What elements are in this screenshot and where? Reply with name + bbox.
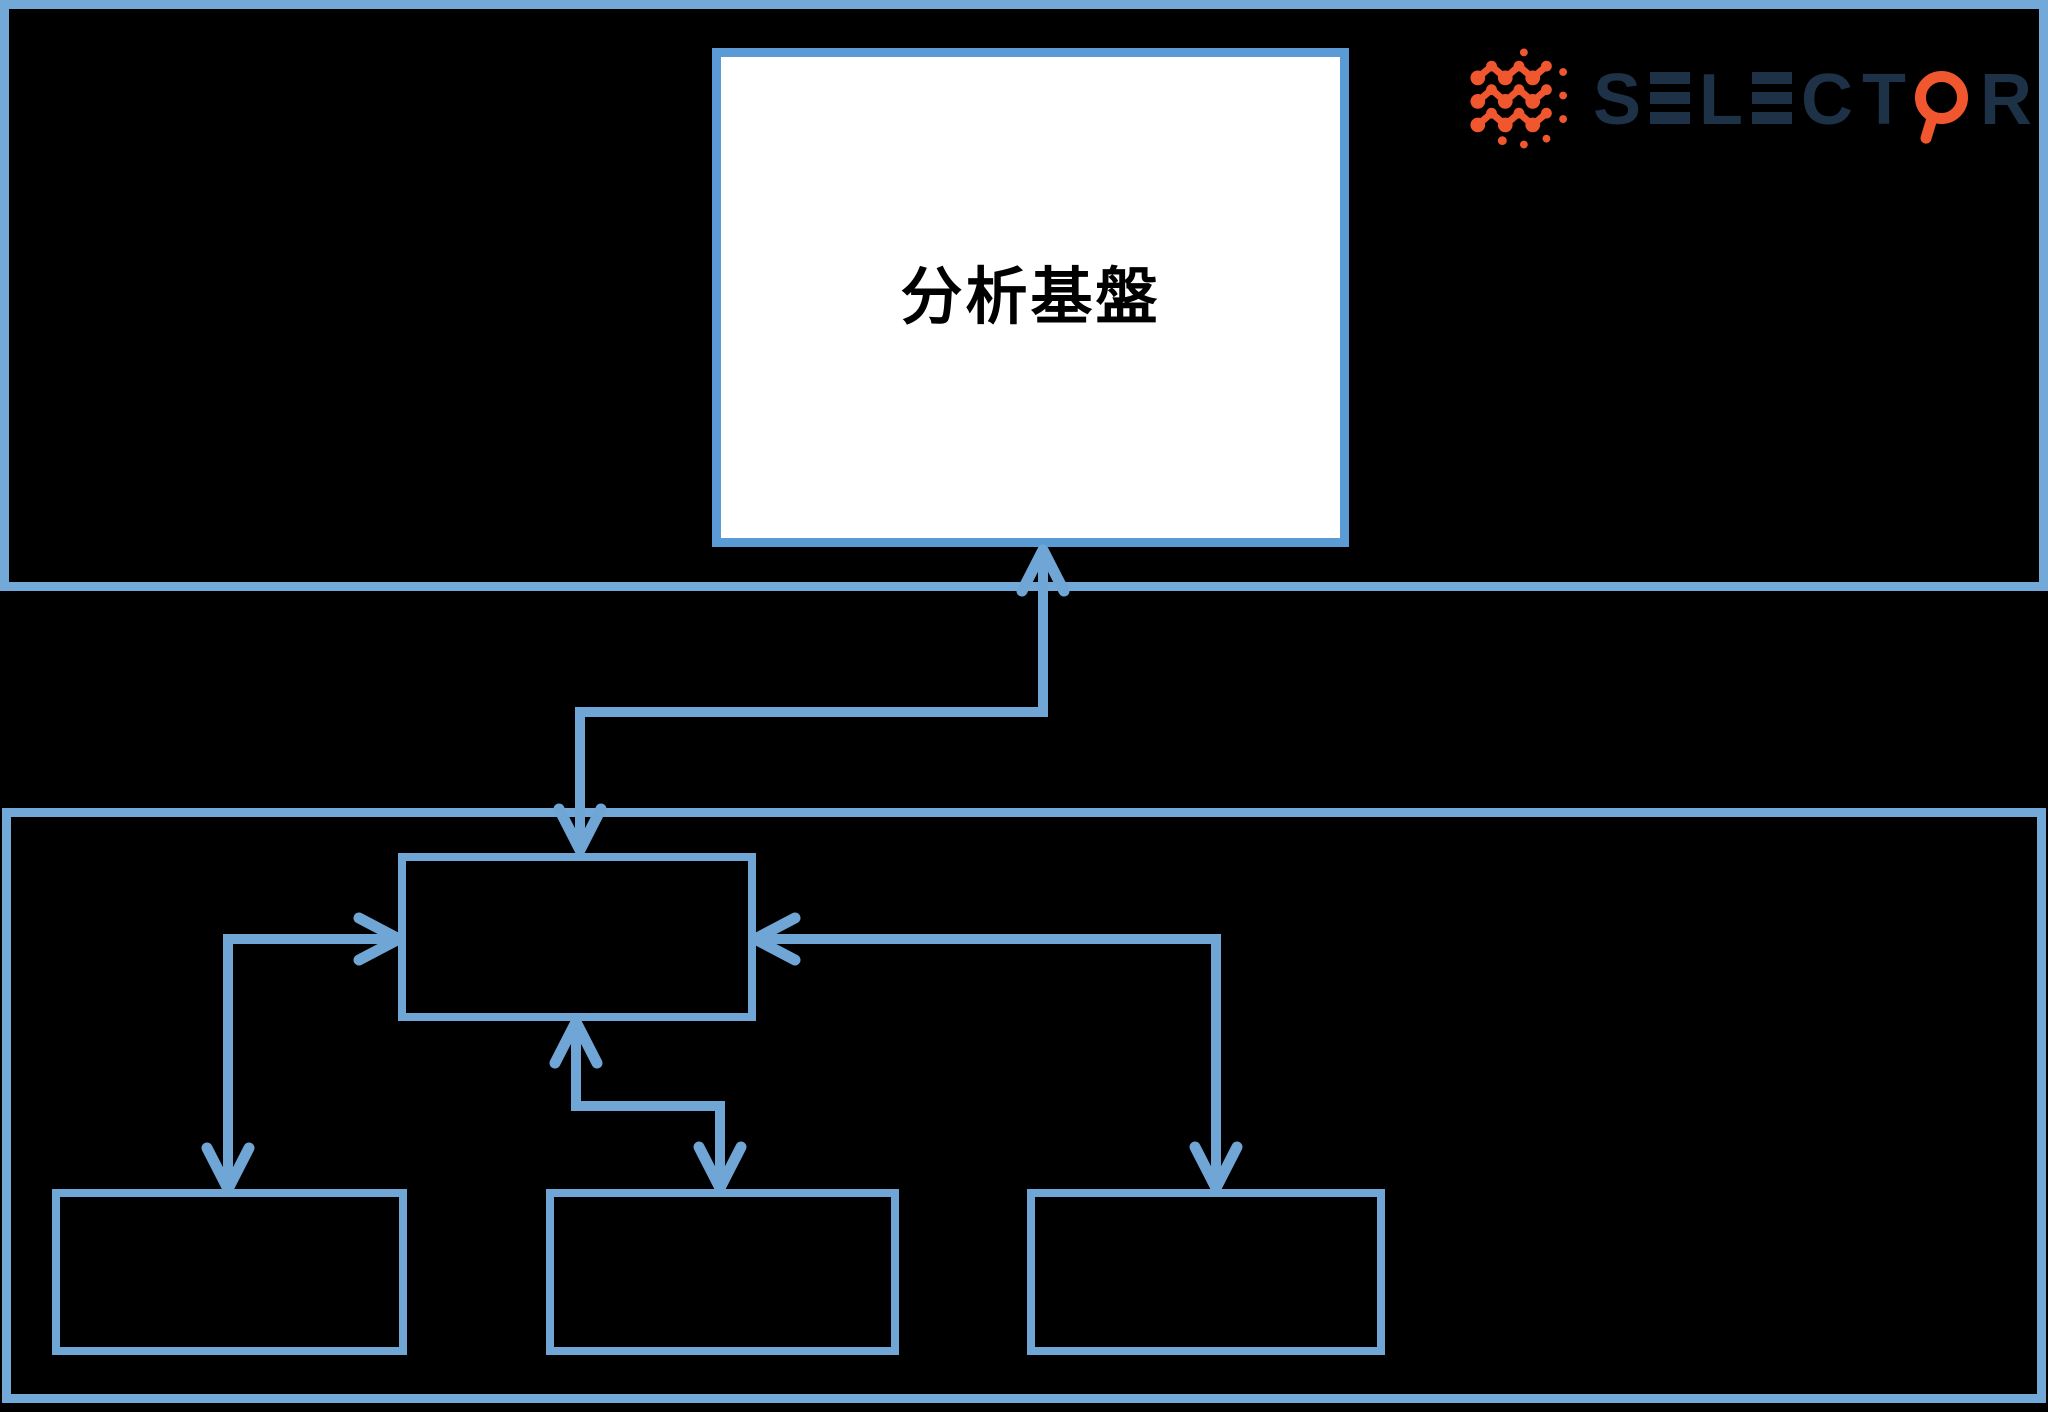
connector-hub-to-left-box (201, 912, 405, 1195)
connector-hub-to-right-box (749, 912, 1243, 1194)
bottom-middle-box (546, 1189, 899, 1355)
arrowhead-down-icon (693, 1141, 747, 1194)
logo-letter-e-bars-icon (1752, 72, 1793, 124)
dot-wave-row (1470, 60, 1552, 86)
dot-wave-row (1470, 107, 1552, 133)
magnifier-o-icon (1915, 71, 1971, 145)
logo-letter-s: S (1593, 60, 1642, 140)
analysis-platform-box: 分析基盤 (712, 48, 1349, 547)
arrowhead-down-icon (553, 803, 607, 856)
analysis-platform-label: 分析基盤 (900, 262, 1161, 332)
connector-hub-to-analysis (553, 544, 1070, 856)
arrowhead-up-icon (1016, 544, 1070, 597)
arrowhead-down-icon (201, 1142, 255, 1195)
magnifier-ring (1915, 71, 1968, 124)
selector-wordmark: S L C T R (1593, 60, 2032, 145)
logo-letter-t: T (1862, 60, 1906, 140)
bottom-section-box (2, 808, 2046, 1403)
logo-letter-c: C (1801, 60, 1854, 140)
logo-letter-l: L (1699, 60, 1744, 140)
magnifier-handle (1919, 115, 1938, 145)
arrowhead-right-icon (353, 912, 405, 966)
dot-wave-row (1470, 84, 1552, 109)
selector-logo: S L C T R (1468, 44, 2032, 164)
logo-letter-r: R (1980, 60, 2032, 140)
connector-hub-to-middle-box (549, 1016, 747, 1194)
logo-letter-e-bars-icon (1650, 72, 1691, 124)
arrowhead-up-icon (549, 1016, 603, 1069)
bottom-right-box (1027, 1189, 1385, 1355)
dot-wave-mark-icon (1470, 48, 1568, 149)
arrowhead-left-icon (749, 912, 801, 966)
arrowhead-down-icon (1189, 1141, 1243, 1194)
